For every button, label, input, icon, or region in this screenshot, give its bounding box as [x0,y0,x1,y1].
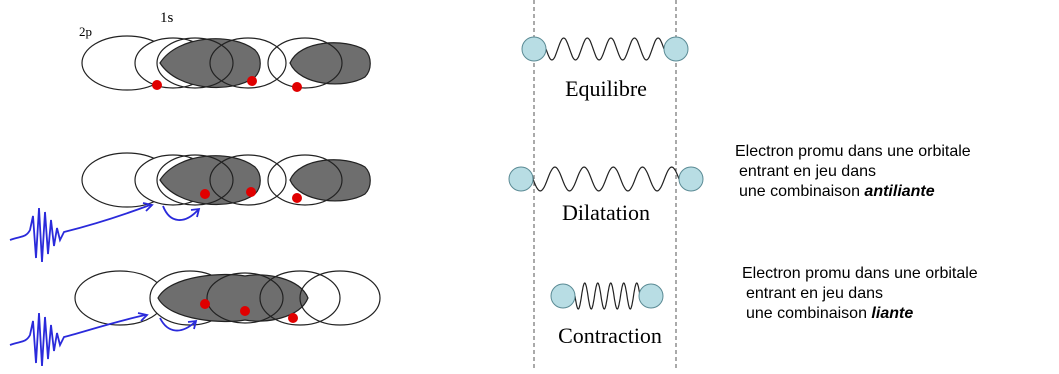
electrons-row-antibonding [200,187,302,203]
orbital-row-bonding [74,270,381,326]
promotion-arrow-1 [162,205,201,221]
reference-lines [533,0,677,369]
spring-dilatation [508,166,704,192]
orbital-row-antibonding [81,152,371,208]
orbital-row-ground [81,35,371,91]
label-1s: 1s [160,10,174,26]
caption-bonding-line3: une combinaison liante [742,304,978,324]
caption-antibonding-line2: entrant en jeu dans [739,163,876,180]
caption-antibonding: Electron promu dans une orbitale entrant… [735,142,971,202]
photon-wave-1 [9,202,154,263]
caption-bonding-emphasis: liante [871,305,914,322]
caption-bonding-line1: Electron promu dans une orbitale [742,265,978,282]
promotion-arrow-2 [159,317,198,332]
state-contraction: Contraction [558,323,662,348]
state-dilatation: Dilatation [562,200,650,225]
state-equilibre: Equilibre [565,76,647,101]
spring-contraction [550,282,664,310]
caption-antibonding-emphasis: antiliante [864,183,935,200]
photon-wave-2 [9,312,149,367]
caption-antibonding-line3: une combinaison antiliante [735,182,971,202]
caption-antibonding-line1: Electron promu dans une orbitale [735,143,971,160]
label-2p: 2p [79,24,92,39]
caption-bonding-prefix: une combinaison [746,305,872,322]
caption-bonding: Electron promu dans une orbitale entrant… [742,264,978,324]
spring-equilibre [521,36,689,62]
caption-bonding-line2: entrant en jeu dans [746,285,883,302]
caption-antibonding-prefix: une combinaison [739,183,865,200]
electrons-row-ground [152,76,302,92]
electrons-row-bonding [200,299,298,323]
